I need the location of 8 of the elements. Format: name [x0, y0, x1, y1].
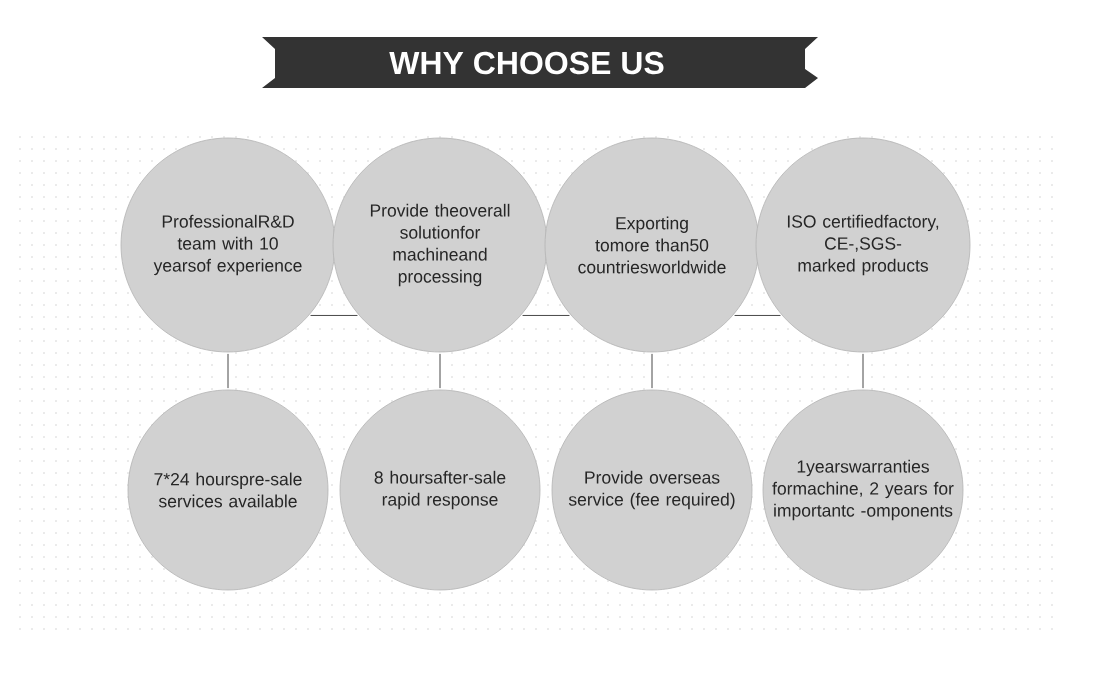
- title-banner: WHY CHOOSE US: [262, 37, 818, 88]
- connector-line: [227, 353, 229, 389]
- connector-line: [522, 315, 570, 316]
- connector-line: [651, 353, 653, 389]
- connector-line: [310, 315, 358, 316]
- connector-line: [439, 353, 441, 389]
- connector-line: [862, 353, 864, 389]
- connector-line: [734, 315, 781, 316]
